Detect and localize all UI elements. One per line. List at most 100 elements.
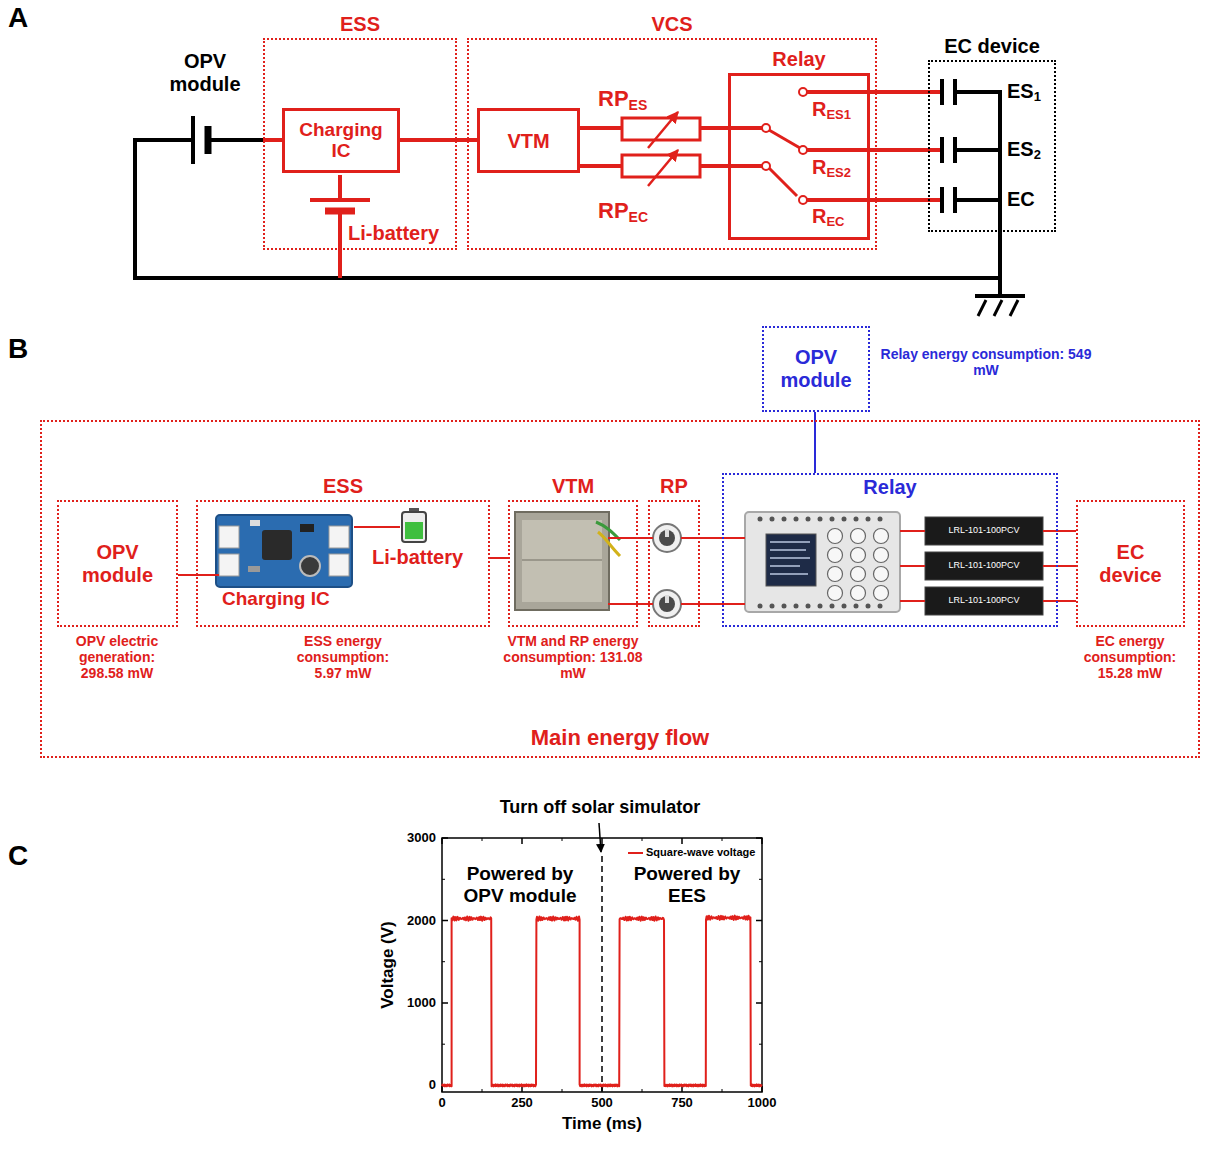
- battery-symbol: [310, 198, 370, 202]
- contact-label: R: [812, 156, 826, 179]
- group-title: VTM: [510, 475, 636, 498]
- resistor-symbol: [580, 126, 622, 130]
- ground-symbol: [975, 294, 1025, 298]
- resistor-symbol: [580, 164, 622, 168]
- relay-controller-photo: [766, 534, 816, 586]
- relay-controller-photo: [878, 604, 883, 609]
- power-wire: [263, 138, 282, 142]
- part-label: Charging IC: [222, 588, 330, 610]
- wire-connector: [400, 138, 477, 142]
- battery-icon: [354, 526, 400, 528]
- group-title: ESS: [265, 13, 455, 36]
- box-label: Charging IC: [291, 119, 391, 163]
- relay-switch-symbol: [769, 130, 800, 148]
- charging-ic-photo: [329, 554, 349, 576]
- charging-ic-photo: [250, 520, 260, 526]
- signal-wire: [1043, 565, 1076, 567]
- voltage-module-photo: [515, 512, 609, 610]
- voltage-module-photo: [522, 559, 602, 561]
- relay-switch-symbol: [799, 196, 807, 204]
- resistor-symbol: [622, 118, 700, 140]
- storage-box: ESSCharging ICLi-battery: [196, 500, 490, 627]
- energy-value: VTM and RP energy consumption: 131.08 mW: [491, 633, 656, 681]
- relay-controller-photo: [806, 604, 811, 609]
- charging-ic-photo: [248, 566, 260, 572]
- module-box: VTM: [477, 108, 580, 173]
- chart-frame: [442, 838, 762, 1092]
- switch-off-marker: [599, 823, 602, 1091]
- relay-controller-photo: [758, 517, 763, 522]
- group-title: Relay: [724, 476, 1056, 499]
- relay-controller-photo: [878, 517, 883, 522]
- potentiometer-knob: [659, 596, 675, 612]
- reed-relay-photo: [925, 587, 1043, 615]
- resistor-symbol: [648, 150, 678, 186]
- relay-switch-symbol: [799, 88, 807, 96]
- legend-entry: Square-wave voltage: [646, 846, 755, 859]
- signal-wire: [681, 603, 745, 605]
- switch-off-marker: [601, 856, 603, 1091]
- relay-switch-symbol: [807, 198, 942, 202]
- axis-title: Time (ms): [562, 1114, 642, 1134]
- subscript: EC: [629, 209, 648, 225]
- component-label: RP: [598, 86, 629, 111]
- chart-frame: [442, 838, 762, 1092]
- relay-controller-photo: [828, 567, 843, 582]
- relay-switch-symbol: [769, 168, 797, 196]
- relay-controller-photo: [758, 517, 883, 609]
- relay-controller-photo: [794, 604, 799, 609]
- relay-controller-photo: [745, 512, 900, 612]
- capacitor-symbol: [955, 148, 1000, 152]
- relay-controller-photo: [828, 548, 843, 563]
- source-box: OPV module: [762, 326, 870, 412]
- legend-text: Square-wave voltage: [646, 846, 755, 859]
- relay-controller-photo: [842, 604, 847, 609]
- subscript: 1: [1034, 90, 1041, 105]
- component-label: OPV module: [158, 50, 253, 96]
- panel-label: A: [8, 2, 28, 34]
- part-label: Li-battery: [372, 546, 463, 569]
- relay-controller-photo: [828, 529, 889, 601]
- relay-controller-photo: [842, 517, 847, 522]
- potentiometer-knob: [659, 530, 675, 546]
- relay-controller-photo: [874, 567, 889, 582]
- charging-ic-photo: [219, 526, 239, 548]
- subscript: 2: [1034, 148, 1041, 163]
- relay-controller-photo: [851, 567, 866, 582]
- tick-label: 750: [671, 1096, 693, 1111]
- relay-controller-photo: [866, 517, 871, 522]
- capacitor-symbol: [940, 187, 944, 213]
- relay-controller-photo: [745, 512, 900, 612]
- box-label: OPV module: [70, 541, 165, 587]
- box-label: OPV module: [771, 346, 861, 392]
- signal-wire: [900, 565, 925, 567]
- signal-wire: [681, 537, 700, 539]
- capacitor-symbol: [955, 198, 1000, 202]
- battery-symbol: [338, 214, 342, 278]
- energy-value: ESS energy consumption: 5.97 mW: [287, 633, 399, 681]
- battery-icon: [402, 512, 426, 542]
- potentiometer-knob: [653, 590, 681, 618]
- relay-controller-photo: [828, 529, 843, 544]
- relay-controller-photo: [830, 604, 835, 609]
- axis-title: Voltage (V): [378, 921, 398, 1009]
- tick-label: 250: [511, 1096, 533, 1111]
- signal-wire: [608, 537, 638, 539]
- panel-label: B: [8, 333, 28, 365]
- tick-label: 1000: [407, 995, 436, 1010]
- wire-connector: [638, 537, 648, 539]
- wire-connector: [700, 537, 722, 539]
- chart-frame: [442, 838, 762, 1092]
- resistor-symbol: [622, 155, 700, 177]
- relay-switch-symbol: [799, 146, 807, 154]
- electrode-label: ES: [1007, 138, 1034, 161]
- capacitor-symbol: [940, 79, 944, 105]
- group-title: Main energy flow: [42, 725, 1198, 750]
- relay-controller-photo: [806, 517, 811, 522]
- box-label: EC device: [1086, 541, 1176, 587]
- tick-label: 1000: [748, 1096, 777, 1111]
- relay-controller-photo: [794, 517, 799, 522]
- relay-controller-photo: [782, 517, 787, 522]
- relay-controller-photo: [770, 542, 810, 574]
